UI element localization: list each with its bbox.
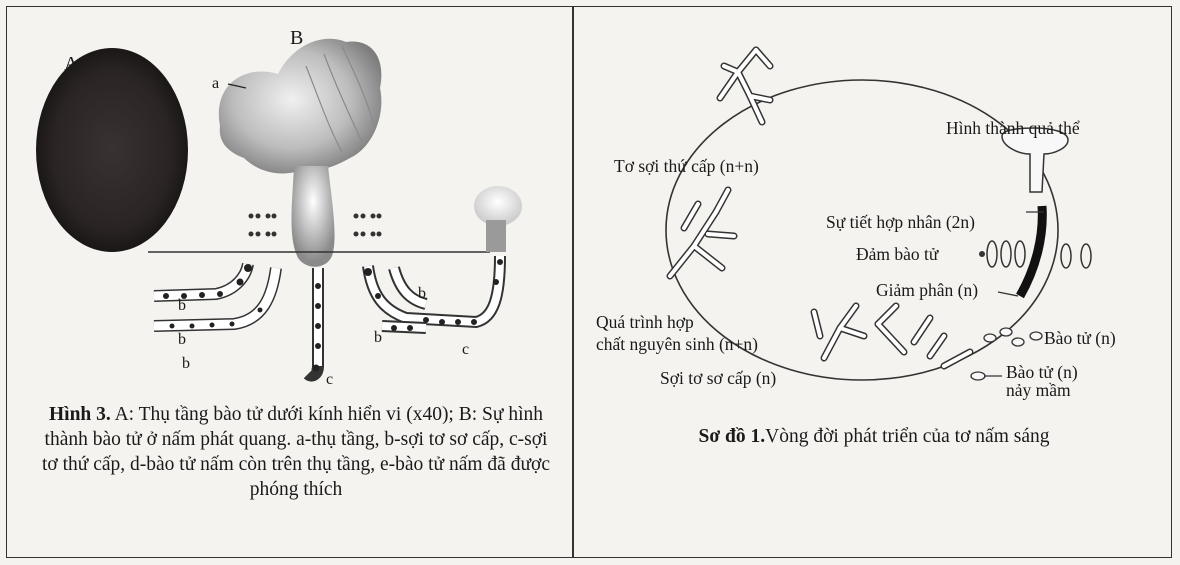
figure-3-caption-text: A: Thụ tầng bào tử dưới kính hiển vi (x4… <box>42 404 550 500</box>
label-basidia: Đảm bào tử <box>856 244 939 264</box>
mushroom-cap <box>219 39 382 174</box>
figure-3-caption-title: Hình 3. <box>49 404 111 425</box>
meiosis-arc <box>1020 206 1042 296</box>
label-a: a <box>212 75 219 92</box>
label-b-2: b <box>178 331 186 348</box>
panel-b-label: B <box>290 27 303 49</box>
label-spore: Bào tử (n) <box>1044 328 1116 348</box>
label-plasmogamy-2: chất nguyên sinh (n+n) <box>596 334 758 354</box>
life-cycle-diagram: Hình thành quả thể Tơ sợi thứ cấp (n+n) … <box>574 6 1172 558</box>
label-c-2: c <box>462 341 469 358</box>
diagram-1-caption: Sơ đồ 1.Vòng đời phát triển của tơ nấm s… <box>594 426 1154 448</box>
panel-a-label: A <box>64 53 79 75</box>
label-c-1: c <box>326 371 333 388</box>
label-germinating-2: nảy mầm <box>1006 380 1071 400</box>
label-b-4: b <box>374 329 382 346</box>
diagram-1-caption-text: Vòng đời phát triển của tơ nấm sáng <box>765 426 1049 447</box>
figure-3-caption: Hình 3. A: Thụ tầng bào tử dưới kính hiể… <box>36 402 556 502</box>
micrograph-image <box>36 48 188 252</box>
label-b-5: b <box>418 285 426 302</box>
label-plasmogamy-1: Quá trình hợp <box>596 312 694 332</box>
small-mushroom-stem <box>486 220 506 252</box>
figure-3-panel: A B a <box>6 6 572 558</box>
label-germinating-1: Bào tử (n) <box>1006 362 1078 382</box>
label-b-1: b <box>178 297 186 314</box>
diagram-1-caption-title: Sơ đồ 1. <box>699 426 766 447</box>
diagram-arrows <box>984 212 1044 376</box>
label-fruiting-body: Hình thành quả thể <box>946 118 1080 138</box>
label-secondary-hyphae: Tơ sợi thứ cấp (n+n) <box>614 156 759 176</box>
label-primary-hyphae: Sợi tơ sơ cấp (n) <box>660 368 776 388</box>
hyphae-right <box>368 256 500 328</box>
label-meiosis: Giảm phân (n) <box>876 280 978 300</box>
diagram-1-panel: Hình thành quả thể Tơ sợi thứ cấp (n+n) … <box>574 6 1172 558</box>
primary-hyphae-left <box>154 264 276 326</box>
label-karyogamy: Sự tiết hợp nhân (2n) <box>826 212 975 232</box>
label-b-3: b <box>182 355 190 372</box>
